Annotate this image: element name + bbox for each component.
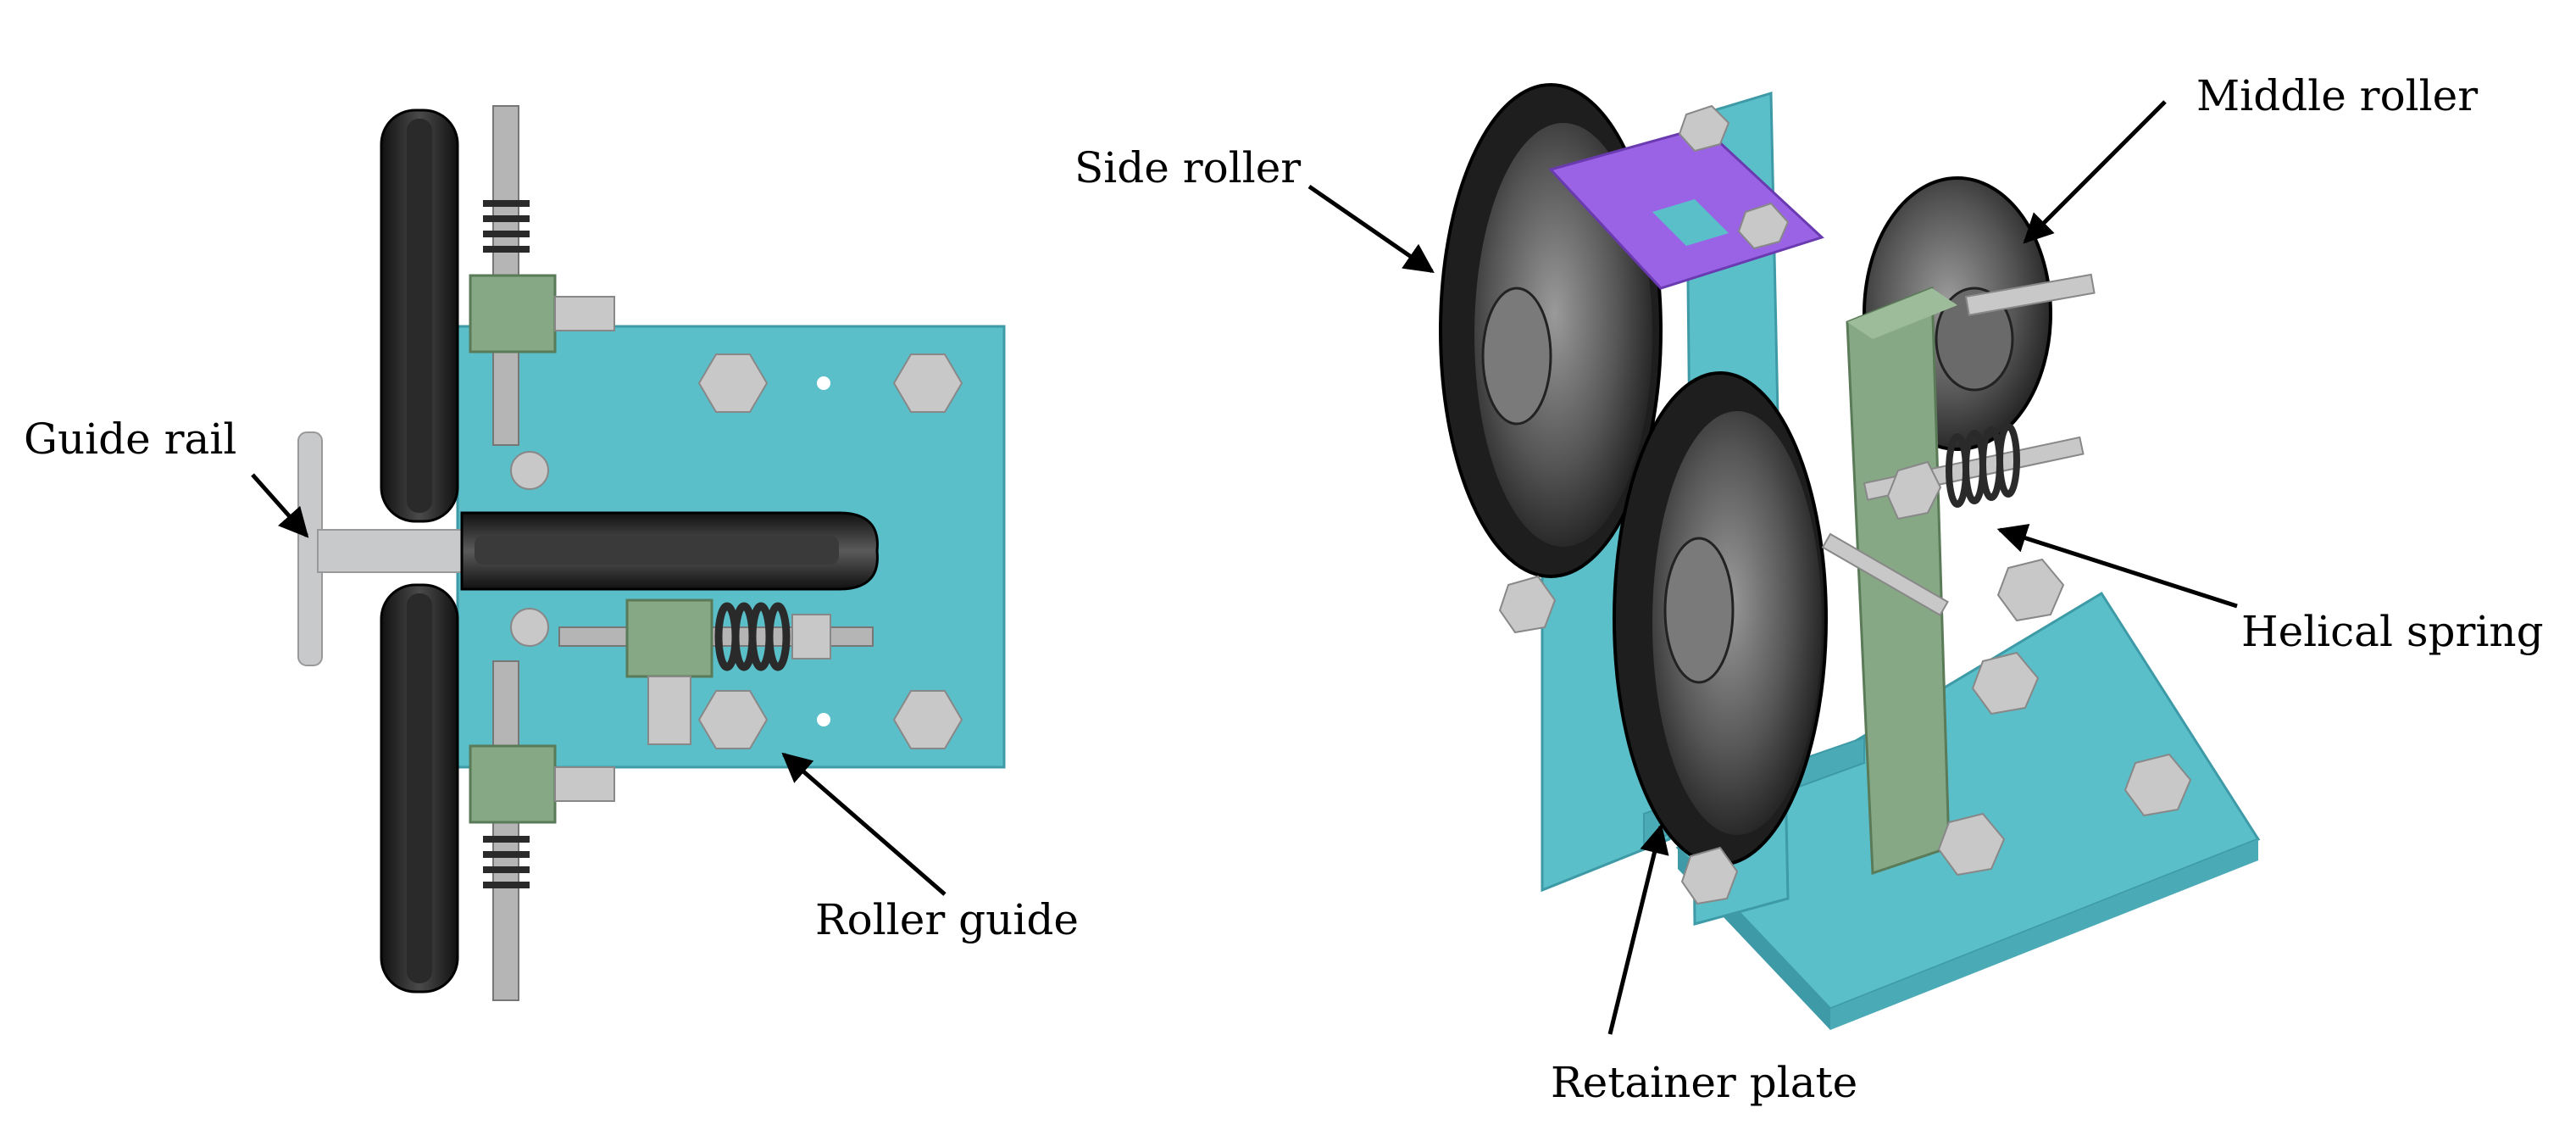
iso-base-plate-edge	[1830, 839, 2258, 1030]
plate-bolt-small	[510, 608, 549, 647]
retainer-plate-label: Retainer plate	[1551, 1058, 1858, 1107]
middle-roller-label: Middle roller	[2196, 71, 2479, 120]
iso-side-roller-front-hub	[1663, 537, 1735, 684]
iso-purple-plate-notch	[1652, 199, 1729, 246]
helical-spring-top-view	[714, 602, 791, 671]
top-view-assembly	[297, 105, 1006, 1001]
iso-base-bolts	[1498, 558, 2192, 905]
leader-arrows	[251, 100, 2238, 1035]
side-roller-top-groove	[407, 119, 432, 513]
upper-bolt	[554, 296, 615, 331]
plate-bolt	[892, 353, 963, 413]
middle-nut	[791, 614, 831, 660]
iso-side-roller-top-hub	[1481, 287, 1552, 426]
side-roller-arrow	[1307, 184, 1435, 274]
lower-bolt	[554, 766, 615, 802]
lower-axle	[492, 660, 519, 1001]
plate-bolt-small	[510, 451, 549, 490]
guide-rail-label: Guide rail	[24, 415, 237, 464]
lower-spring	[483, 836, 530, 888]
upper-block	[469, 274, 557, 353]
middle-roller-arrow	[2023, 100, 2167, 244]
upper-spring	[483, 200, 530, 253]
roller-guide-arrow	[781, 752, 947, 896]
lower-block	[469, 744, 557, 824]
side-roller-label: Side roller	[1074, 143, 1302, 192]
plate-hole	[817, 713, 830, 726]
iso-middle-axle	[1964, 273, 2096, 316]
middle-block-bolt	[647, 676, 691, 745]
plate-bolt	[697, 353, 769, 413]
guide-rail-arrow	[251, 473, 309, 538]
iso-helical-spring	[1946, 423, 2020, 508]
iso-middle-roller-hub	[1935, 287, 2014, 392]
iso-purple-bolt	[1737, 202, 1790, 250]
plate-hole	[817, 376, 830, 390]
helical-spring-label: Helical spring	[2241, 607, 2544, 656]
isometric-assembly	[1439, 83, 2261, 1030]
iso-spring-nut	[1886, 460, 1942, 520]
side-roller-bottom-groove	[407, 593, 432, 983]
roller-guide-label: Roller guide	[815, 895, 1079, 944]
retainer-plate-arrow	[1607, 823, 1669, 1035]
middle-block	[625, 598, 713, 678]
iso-purple-bolt	[1678, 104, 1730, 153]
guide-rail-web	[317, 529, 471, 573]
iso-side-roller-front-face	[1652, 411, 1822, 835]
iso-green-arm-top	[1847, 288, 1957, 339]
plate-bolt	[892, 690, 963, 749]
plate-bolt	[697, 690, 769, 749]
iso-lower-rod	[1821, 532, 1949, 616]
middle-roller-groove	[475, 536, 839, 565]
helical-spring-arrow	[1996, 523, 2238, 609]
